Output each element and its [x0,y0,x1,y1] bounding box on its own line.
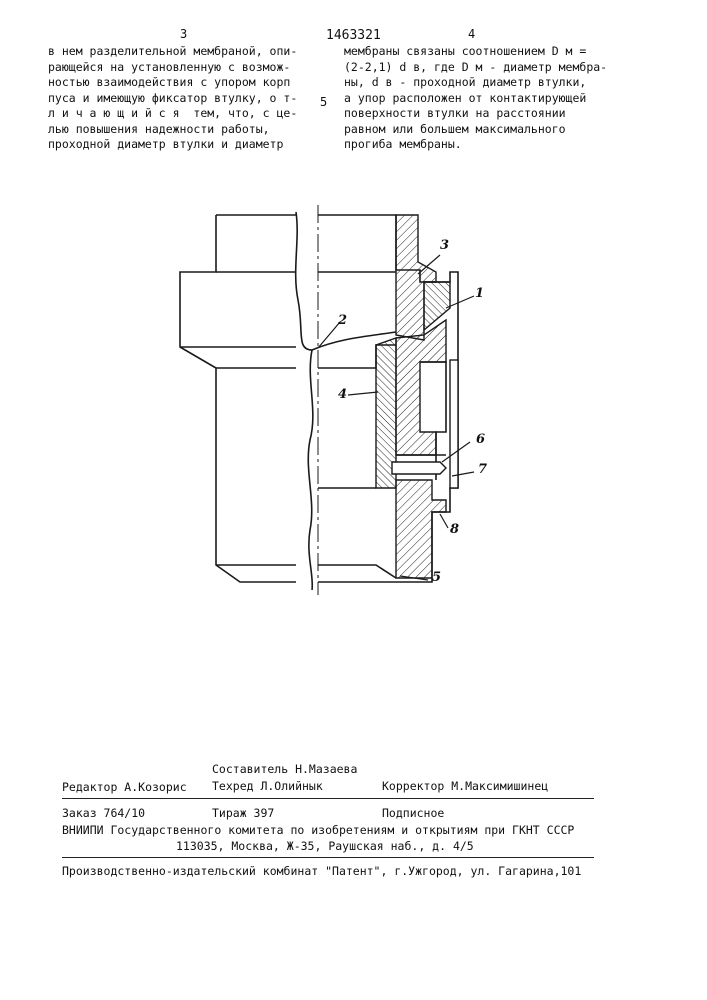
callout-label-1: 1 [475,286,484,301]
housing-outline [180,215,296,582]
break-line [296,212,313,590]
footer-rule-2 [62,857,594,858]
callout-label-8: 8 [450,522,459,537]
address: 113035, Москва, Ж-35, Раушская наб., д. … [176,839,474,853]
wall-section-bottom [396,480,446,578]
institute: ВНИИПИ Государственного комитета по изоб… [62,823,574,837]
publisher: Производственно-издательский комбинат "П… [62,864,581,878]
callout-label-2: 2 [338,313,347,328]
fixator-pin [392,462,446,474]
wall-section-middle [396,320,446,455]
callout-label-3: 3 [440,238,449,253]
callout-label-7: 7 [478,462,487,477]
plate [450,360,458,488]
composer: Составитель Н.Мазаева [212,762,357,776]
callout-label-4: 4 [338,387,347,402]
circulation: Тираж 397 [212,806,274,820]
corrector: Корректор М.Максимишинец [382,779,548,793]
footer-rule-1 [62,798,594,799]
callout-label-5: 5 [432,570,441,585]
editor: Редактор А.Козорис [62,780,187,794]
callout-label-6: 6 [476,432,485,447]
order: Заказ 764/10 [62,806,145,820]
subscription: Подписное [382,806,444,820]
techred: Техред Л.Олийнык [212,779,323,793]
